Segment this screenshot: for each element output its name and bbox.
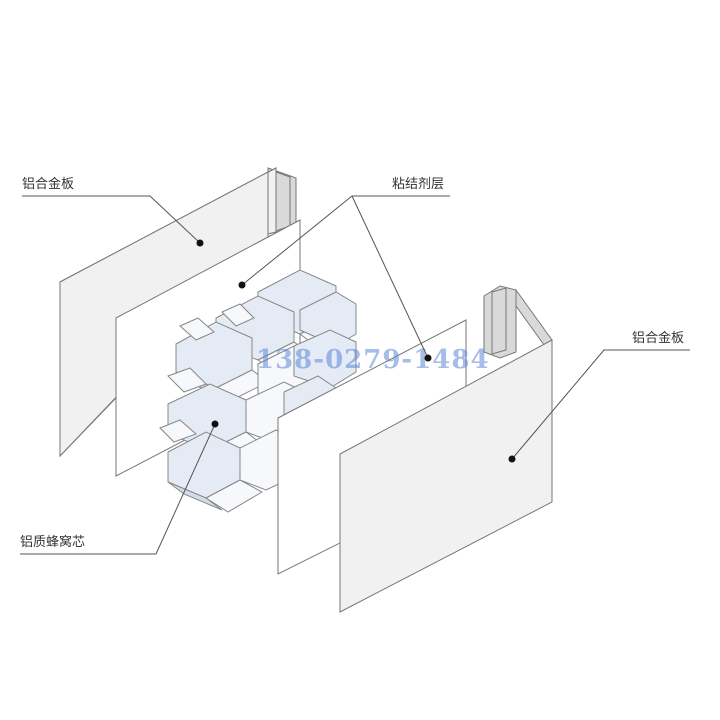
label-adhesive-layer: 粘结剂层 [392,177,444,192]
callout-dot-honeycomb [211,420,219,428]
callout-dot-left-panel [196,239,204,247]
label-right-panel: 铝合金板 [632,330,684,346]
label-honeycomb-core: 铝质蜂窝芯 [20,534,85,550]
callout-right-panel: 铝合金板 [508,330,690,463]
right-aluminum-panel [339,285,553,613]
callout-adhesive: 粘结剂层 [238,177,450,362]
label-left-panel: 铝合金板 [22,176,74,192]
watermark-phone: 138-0279-1484 [256,345,490,375]
callout-dot-right-panel [508,455,516,463]
callout-dot-adhesive-right [424,354,432,362]
callout-dot-adhesive-left [238,281,246,289]
callout-left-panel: 铝合金板 [22,176,204,247]
callout-honeycomb: 铝质蜂窝芯 [20,420,219,555]
